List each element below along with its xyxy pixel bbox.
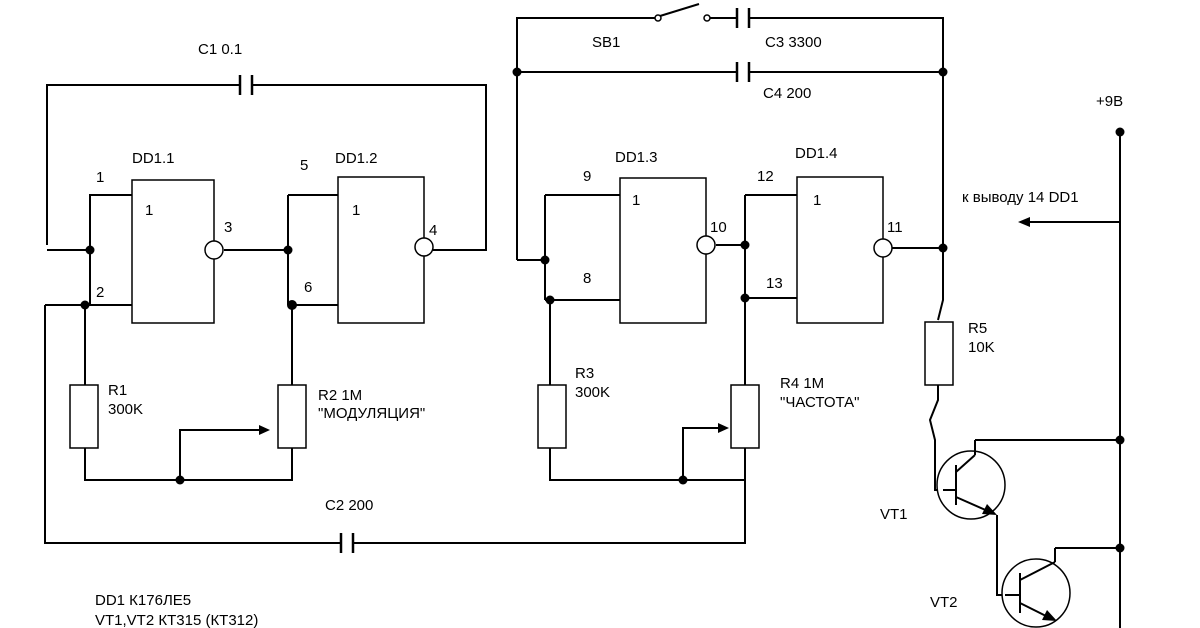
resistor-r4: R4 1M "ЧАСТОТА" bbox=[730, 375, 859, 449]
gate-symbol: 1 bbox=[352, 202, 360, 219]
resistor-body bbox=[69, 384, 99, 449]
pin-label: 3 bbox=[224, 219, 232, 236]
gate-body bbox=[796, 176, 884, 324]
potentiometer-body bbox=[277, 384, 307, 449]
transistor-vt2: VT2 bbox=[930, 548, 1071, 628]
pin-label: 2 bbox=[96, 284, 104, 301]
output-stage-wiring bbox=[928, 132, 1121, 628]
pin-label: 13 bbox=[766, 275, 783, 292]
transistor-label: VT1 bbox=[880, 506, 908, 523]
gate-dd1-1: DD1.1 1 1 2 3 bbox=[96, 150, 232, 324]
gate-dd1-2: DD1.2 1 5 6 4 bbox=[300, 150, 437, 324]
pin-label: 12 bbox=[757, 168, 774, 185]
pin-label: 4 bbox=[429, 222, 437, 239]
resistor-body bbox=[537, 384, 567, 449]
resistor-name: R1 bbox=[108, 382, 127, 399]
inverter-bubble bbox=[696, 235, 716, 255]
transistor-body bbox=[936, 450, 1006, 520]
right-oscillator-wiring bbox=[516, 17, 944, 481]
pin-label: 8 bbox=[583, 270, 591, 287]
note-line-2: VT1,VT2 КТ315 (КТ312) bbox=[95, 612, 258, 628]
capacitor-c2: C2 200 bbox=[325, 497, 373, 553]
inverter-bubble bbox=[873, 238, 893, 258]
capacitor-label: C4 200 bbox=[763, 85, 811, 102]
inverter-bubble bbox=[204, 240, 224, 260]
pin-label: 9 bbox=[583, 168, 591, 185]
gate-dd1-4: DD1.4 1 12 13 11 bbox=[757, 145, 903, 324]
resistor-name: R4 1M bbox=[780, 375, 824, 392]
potentiometer-body bbox=[730, 384, 760, 449]
inverter-bubble bbox=[414, 237, 434, 257]
gate-label: DD1.3 bbox=[615, 149, 658, 166]
gate-symbol: 1 bbox=[813, 192, 821, 209]
capacitor-label: C2 200 bbox=[325, 497, 373, 514]
pin-label: 11 bbox=[887, 219, 903, 236]
pin14-reference-label: к выводу 14 DD1 bbox=[962, 189, 1079, 206]
note-line-1: DD1 К176ЛЕ5 bbox=[95, 592, 191, 609]
gate-body bbox=[131, 179, 215, 324]
pin-label: 6 bbox=[304, 279, 312, 296]
resistor-value: 300K bbox=[108, 401, 143, 418]
resistor-r5: R5 10K bbox=[924, 320, 995, 386]
switch-sb1: SB1 bbox=[592, 3, 711, 51]
transistor-body bbox=[1001, 558, 1071, 628]
resistor-value: "ЧАСТОТА" bbox=[780, 394, 859, 411]
resistor-name: R2 1M bbox=[318, 387, 362, 404]
resistor-name: R5 bbox=[968, 320, 987, 337]
transistor-label: VT2 bbox=[930, 594, 958, 611]
gate-body bbox=[337, 176, 425, 324]
resistor-name: R3 bbox=[575, 365, 594, 382]
capacitor-c1: C1 0.1 bbox=[198, 41, 254, 95]
switch-label: SB1 bbox=[592, 34, 620, 51]
gate-label: DD1.2 bbox=[335, 150, 378, 167]
pin-label: 5 bbox=[300, 157, 308, 174]
capacitor-label: C1 0.1 bbox=[198, 41, 242, 58]
transistor-vt1: VT1 bbox=[880, 440, 1006, 523]
resistor-r3: R3 300K bbox=[537, 365, 610, 449]
resistor-body bbox=[924, 321, 954, 386]
resistor-value: 300K bbox=[575, 384, 610, 401]
capacitor-label: C3 3300 bbox=[765, 34, 822, 51]
gate-label: DD1.1 bbox=[132, 150, 175, 167]
supply-label: +9B bbox=[1096, 93, 1123, 110]
capacitor-c4: C4 200 bbox=[735, 62, 811, 102]
capacitor-c3: C3 3300 bbox=[735, 8, 822, 51]
pin-label: 1 bbox=[96, 169, 104, 186]
pin-label: 10 bbox=[710, 219, 727, 236]
resistor-r2: R2 1M "МОДУЛЯЦИЯ" bbox=[277, 384, 425, 449]
resistor-value: "МОДУЛЯЦИЯ" bbox=[318, 405, 425, 422]
resistor-value: 10K bbox=[968, 339, 995, 356]
resistor-r1: R1 300K bbox=[69, 382, 143, 449]
left-oscillator-wiring bbox=[44, 84, 746, 544]
gate-label: DD1.4 bbox=[795, 145, 838, 162]
junction-dots bbox=[80, 67, 1125, 553]
gate-dd1-3: DD1.3 1 9 8 10 bbox=[583, 149, 727, 324]
gate-symbol: 1 bbox=[145, 202, 153, 219]
gate-symbol: 1 bbox=[632, 192, 640, 209]
